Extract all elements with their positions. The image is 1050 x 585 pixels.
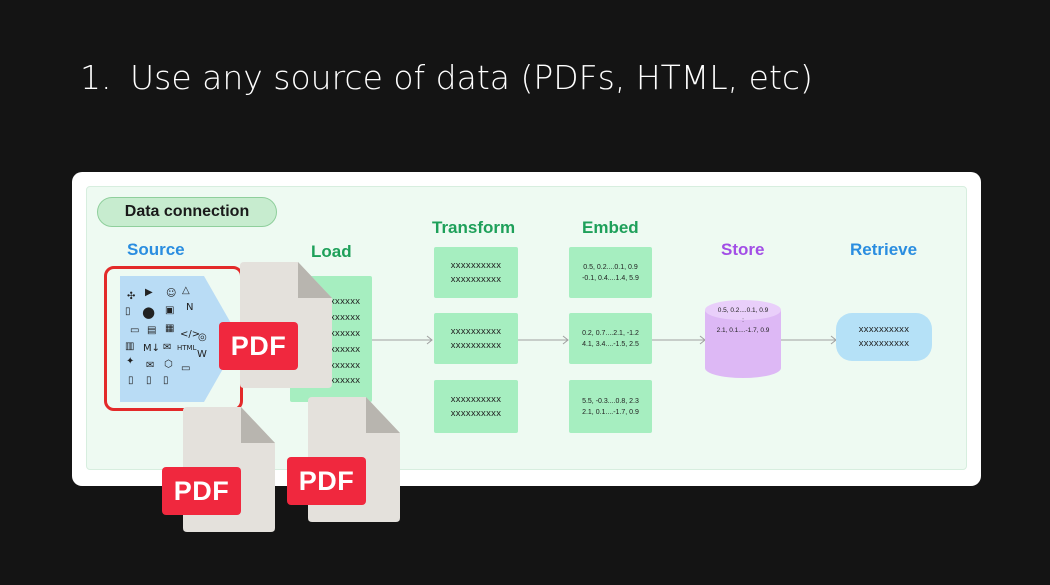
load-line: xxxxxx <box>330 375 361 386</box>
load-line: xxxxxx <box>330 360 361 371</box>
store-label: Store <box>721 240 765 259</box>
web-icon: ◎ <box>198 332 207 343</box>
mail-icon: ✉ <box>146 360 155 371</box>
folder-icon: ▭ <box>181 363 191 374</box>
store-line: : <box>742 317 744 324</box>
transform-box: xxxxxxxxxx xxxxxxxxxx <box>434 380 518 433</box>
data-connection-badge: Data connection <box>97 197 277 227</box>
embed-box: 5.5, -0.3....0.8, 2.3 2.1, 0.1....-1.7, … <box>569 380 652 433</box>
retrieve-box: xxxxxxxxxx xxxxxxxxxx <box>836 313 932 361</box>
embed-text: 0.2, 0.7....2.1, -1.2 <box>582 329 639 337</box>
email-icon: ✉ <box>163 342 172 353</box>
embed-text: 0.5, 0.2....0.1, 0.9 <box>583 263 638 271</box>
docx-icon: ▦ <box>165 323 175 334</box>
store-values: 0.5, 0.2....0.1, 0.9 : 2.1, 0.1....-1.7,… <box>705 306 781 336</box>
transform-text: xxxxxxxxxx <box>450 273 502 285</box>
image-icon: ▣ <box>165 305 175 316</box>
discord-icon: ☺ <box>166 288 177 299</box>
transform-text: xxxxxxxxxx <box>450 393 502 405</box>
pdf-file-icon: ▤ <box>147 325 157 336</box>
twitter-icon: ✦ <box>126 356 135 367</box>
markdown-icon: M↓ <box>143 343 161 354</box>
pdf-badge: PDF <box>162 467 241 515</box>
drive-icon: △ <box>182 285 190 296</box>
source-shape <box>120 276 240 402</box>
slack-icon: ✣ <box>127 291 136 302</box>
transform-text: xxxxxxxxxx <box>450 339 502 351</box>
code-icon: </> <box>180 329 201 340</box>
load-label: Load <box>311 242 352 261</box>
vector-store-cylinder <box>705 300 781 378</box>
notion-icon: N <box>186 302 194 313</box>
youtube-icon: ▶ <box>145 287 153 298</box>
embed-text: 2.1, 0.1....-1.7, 0.9 <box>582 408 639 416</box>
source-label: Source <box>127 240 185 259</box>
load-line: xxxxxx <box>330 328 361 339</box>
transform-label: Transform <box>432 218 516 237</box>
embed-label: Embed <box>582 218 639 237</box>
text-file-icon: ▯ <box>163 375 169 386</box>
load-line: xxxxxx <box>330 312 361 323</box>
page-icon: ▯ <box>128 375 134 386</box>
transform-box: xxxxxxxxxx xxxxxxxxxx <box>434 247 518 298</box>
load-line: xxxxxx <box>330 344 361 355</box>
slide-heading: 1. Use any source of data (PDFs, HTML, et… <box>80 58 813 97</box>
retrieve-text: xxxxxxxxxx <box>858 324 910 335</box>
embed-box: 0.2, 0.7....2.1, -1.2 4.1, 3.4....-1.5, … <box>569 313 652 364</box>
pdf-badge: PDF <box>219 322 298 370</box>
embed-box: 0.5, 0.2....0.1, 0.9 -0.1, 0.4....1.4, 5… <box>569 247 652 298</box>
embed-text: -0.1, 0.4....1.4, 5.9 <box>582 274 639 282</box>
heading-text: Use any source of data (PDFs, HTML, etc) <box>130 58 813 97</box>
document-icon: ▭ <box>130 325 140 336</box>
embed-text: 4.1, 3.4....-1.5, 2.5 <box>582 340 639 348</box>
github-icon: ● <box>142 303 156 321</box>
retrieve-label: Retrieve <box>850 240 918 259</box>
csv-icon: ▥ <box>125 341 135 352</box>
transform-box: xxxxxxxxxx xxxxxxxxxx <box>434 313 518 364</box>
store-line: 0.5, 0.2....0.1, 0.9 <box>717 307 769 314</box>
heading-number: 1. <box>80 58 112 97</box>
pdf-badge: PDF <box>287 457 366 505</box>
transform-text: xxxxxxxxxx <box>450 407 502 419</box>
html-icon: HTML <box>177 344 197 352</box>
load-line: xxxxxx <box>330 296 361 307</box>
store-line: 2.1, 0.1....-1.7, 0.9 <box>716 327 770 334</box>
retrieve-text: xxxxxxxxxx <box>858 338 910 349</box>
sheet-icon: ▯ <box>146 375 152 386</box>
embed-text: 5.5, -0.3....0.8, 2.3 <box>582 397 639 405</box>
transform-text: xxxxxxxxxx <box>450 259 502 271</box>
wikipedia-icon: W <box>197 349 207 360</box>
file-icon: ▯ <box>125 306 131 317</box>
transform-text: xxxxxxxxxx <box>450 325 502 337</box>
html5-icon: ⬡ <box>164 359 173 370</box>
